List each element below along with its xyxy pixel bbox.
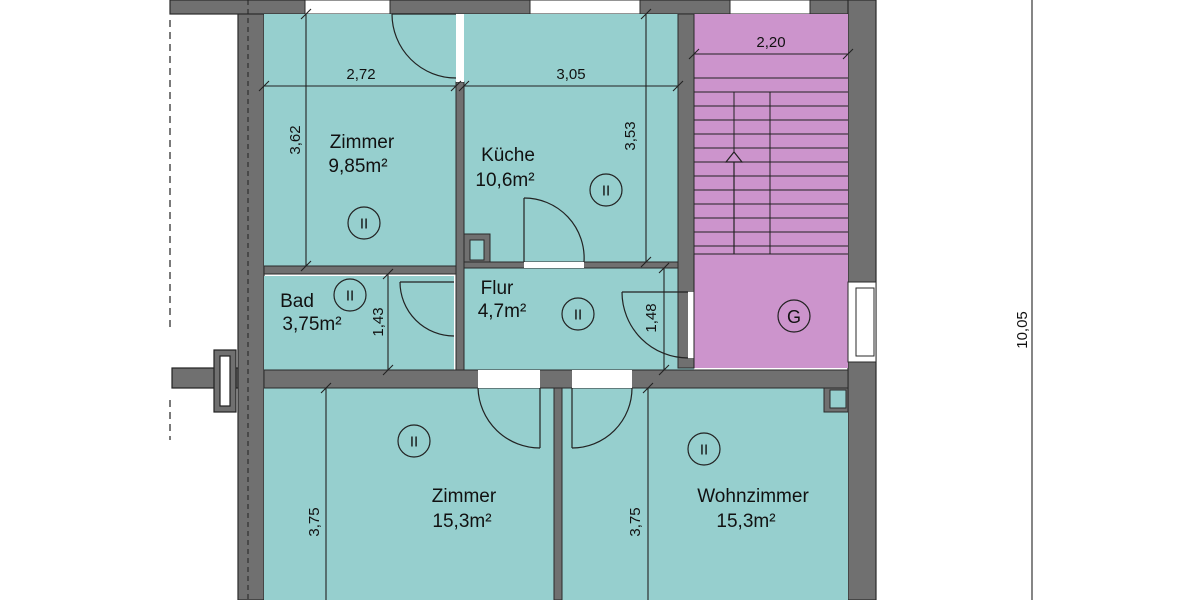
dim-zimmer-width: 2,72 (346, 66, 375, 83)
dimension-lines (258, 0, 1033, 600)
dim-kueche-width: 3,05 (556, 66, 585, 83)
zimmer-large-area: 15,3m² (432, 511, 491, 532)
zimmer-large-mark: II (410, 434, 418, 451)
flur-name: Flur (481, 278, 514, 299)
door-swings (391, 13, 689, 449)
kueche-mark: II (602, 183, 610, 200)
wohnzimmer-name: Wohnzimmer (697, 486, 809, 507)
flur-area: 4,7m² (478, 301, 527, 322)
door-openings (456, 14, 694, 388)
room-wohnzimmer (562, 388, 848, 600)
room-kueche (464, 14, 678, 268)
ducts-inner (469, 239, 847, 409)
north-windows (304, 0, 811, 15)
room-flur (464, 268, 694, 372)
room-zimmer-large (264, 388, 554, 600)
room-zimmer-small (264, 14, 456, 268)
bad-name: Bad (280, 291, 314, 312)
kueche-name: Küche (481, 145, 535, 166)
dim-zimmer-height: 3,62 (287, 125, 304, 154)
dim-zimmer-large-height: 3,75 (306, 507, 323, 536)
flur-mark: II (574, 307, 582, 324)
room-staircase (694, 14, 848, 368)
dim-flur-height: 1,48 (643, 303, 660, 332)
stair-mark: G (787, 307, 801, 327)
dim-wohnzimmer-height: 3,75 (627, 507, 644, 536)
room-bad (264, 276, 454, 372)
room-mark-circles (333, 173, 811, 466)
bad-area: 3,75m² (282, 314, 341, 335)
wohnzimmer-mark: II (700, 442, 708, 459)
zimmer-small-area: 9,85m² (328, 156, 387, 177)
wohnzimmer-area: 15,3m² (716, 511, 775, 532)
interior-walls (263, 13, 849, 600)
dim-total-height: 10,05 (1014, 311, 1031, 349)
dim-bad-height: 1,43 (370, 307, 387, 336)
kueche-area: 10,6m² (475, 170, 534, 191)
zimmer-large-name: Zimmer (432, 486, 497, 507)
dim-stair-width: 2,20 (756, 34, 785, 51)
bad-mark: II (346, 288, 354, 305)
west-wall (237, 0, 265, 600)
zimmer-small-mark: II (360, 216, 368, 233)
dim-kueche-height: 3,53 (622, 121, 639, 150)
stair-direction-arrow (724, 151, 744, 254)
zimmer-small-name: Zimmer (330, 132, 395, 153)
